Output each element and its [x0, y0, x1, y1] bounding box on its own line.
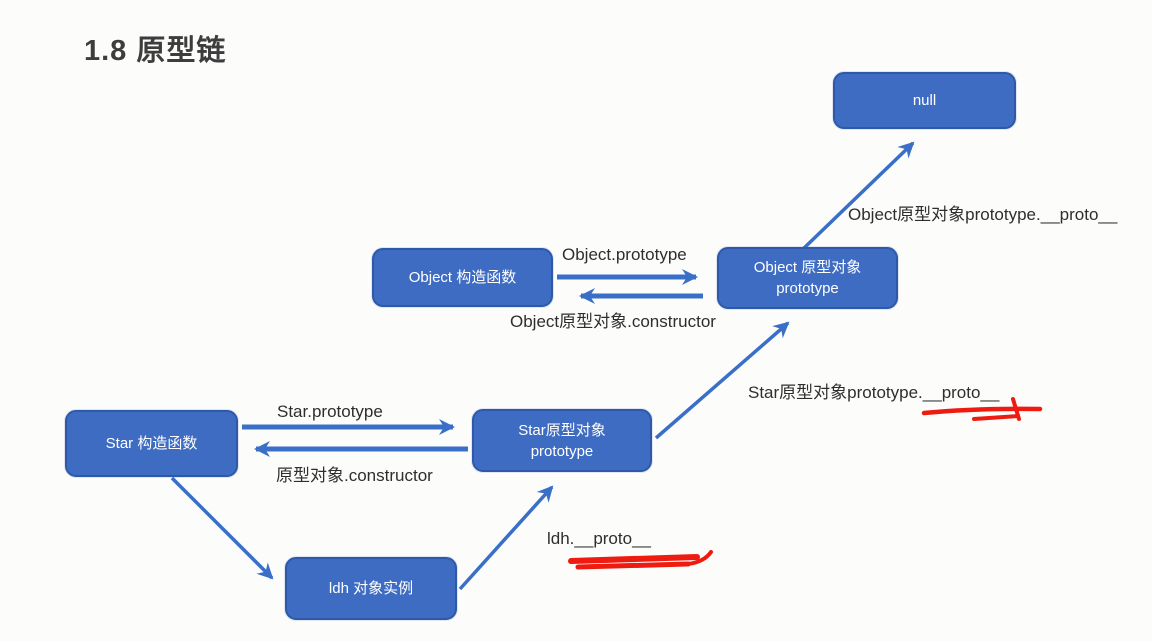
- node-null: null: [833, 72, 1016, 129]
- arrow-ldh-to-starproto: [458, 485, 554, 591]
- arrow-objectproto-to-null: [800, 141, 915, 252]
- page-title: 1.8 原型链: [84, 35, 227, 67]
- edge-label-star-constructor: 原型对象.constructor: [276, 466, 433, 485]
- edge-label-object-prototype: Object.prototype: [562, 245, 687, 264]
- node-star-constructor: Star 构造函数: [65, 410, 238, 477]
- edge-label-ldh-proto-chain: ldh.__proto__: [547, 529, 651, 548]
- edge-label-star-proto-chain: Star原型对象prototype.__proto__: [748, 383, 1000, 402]
- edge-label-star-prototype: Star.prototype: [277, 402, 383, 421]
- node-star-prototype: Star原型对象 prototype: [472, 409, 652, 472]
- edge-label-object-constructor: Object原型对象.constructor: [510, 312, 716, 331]
- edge-label-object-proto-chain: Object原型对象prototype.__proto__: [848, 205, 1118, 224]
- node-object-constructor: Object 构造函数: [372, 248, 553, 307]
- node-object-prototype: Object 原型对象 prototype: [717, 247, 898, 309]
- red-underline-ldh-proto: [568, 550, 713, 570]
- arrow-starconstructor-to-ldh: [170, 476, 274, 580]
- node-ldh-instance: ldh 对象实例: [285, 557, 457, 620]
